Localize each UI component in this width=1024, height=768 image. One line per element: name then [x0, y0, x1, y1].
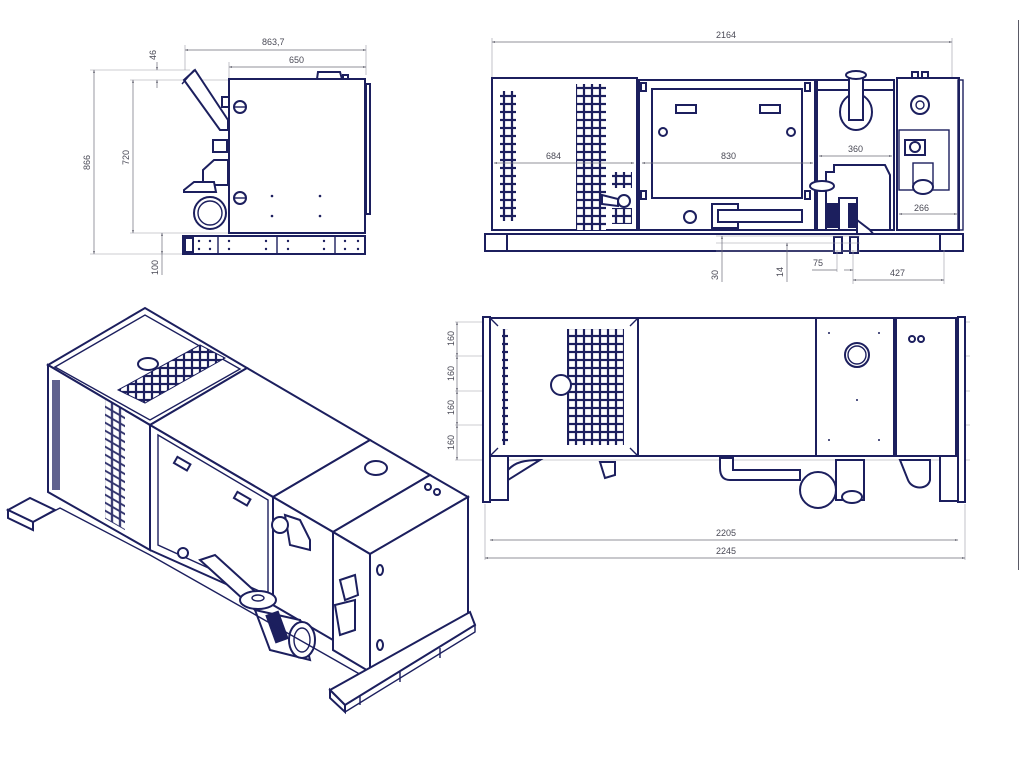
dim-overall-depth: 863,7: [262, 37, 285, 47]
base-frame: [182, 235, 366, 255]
dim-exhaust-section: 360: [848, 144, 863, 154]
front-base-frame: [484, 233, 964, 252]
exhaust-top: [815, 317, 895, 457]
dim-spacing-4: 160: [446, 435, 456, 450]
dim-top-overall-length: 2245: [716, 546, 736, 556]
dim-front-overall-length: 2164: [716, 30, 736, 40]
page-edge-line: [1018, 20, 1019, 570]
dim-radiator-section: 684: [546, 151, 561, 161]
dim-fork-gap: 75: [813, 258, 823, 268]
dim-top-offset: 46: [148, 50, 158, 60]
dim-engine-section: 830: [721, 151, 736, 161]
dim-overall-height: 866: [82, 155, 92, 170]
dim-control-panel: 266: [914, 203, 929, 213]
dim-base-14: 14: [775, 267, 785, 277]
dim-base-30: 30: [710, 270, 720, 280]
enclosure-side-panel: [228, 78, 366, 234]
dim-base-height: 100: [150, 260, 160, 275]
dim-body-height: 720: [121, 150, 131, 165]
control-top: [895, 317, 957, 457]
front-view: 2164: [484, 30, 964, 284]
dim-inner-length: 2205: [716, 528, 736, 538]
dim-spacing-1: 160: [446, 331, 456, 346]
dim-fork-to-end: 427: [890, 268, 905, 278]
dim-body-depth-label: 650: [289, 55, 304, 65]
dim-spacing-3: 160: [446, 400, 456, 415]
engine-top: [637, 317, 817, 457]
side-view: 863,7 650 46 866 720 100: [82, 37, 371, 275]
dim-spacing-2: 160: [446, 366, 456, 381]
isometric-view: [5, 306, 477, 715]
top-view: 160 160 160 160: [446, 316, 970, 560]
